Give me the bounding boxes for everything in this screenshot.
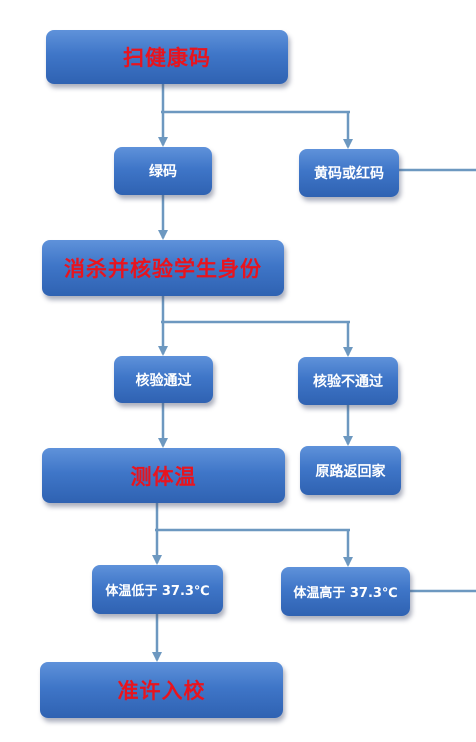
step-verify-pass: 核验通过 (114, 356, 213, 403)
step-scan-health-code: 扫健康码 (46, 30, 288, 84)
step-disinfect-verify-identity: 消杀并核验学生身份 (42, 240, 284, 296)
step-temp-below-threshold: 体温低于 37.3℃ (92, 565, 223, 614)
step-return-home: 原路返回家 (300, 446, 401, 495)
step-verify-fail: 核验不通过 (298, 357, 398, 405)
step-measure-temperature: 测体温 (42, 448, 285, 503)
step-yellow-red-code: 黄码或红码 (299, 149, 399, 197)
step-admit-to-school: 准许入校 (40, 662, 283, 718)
step-green-code: 绿码 (114, 147, 212, 195)
step-temp-above-threshold: 体温高于 37.3℃ (281, 567, 410, 616)
